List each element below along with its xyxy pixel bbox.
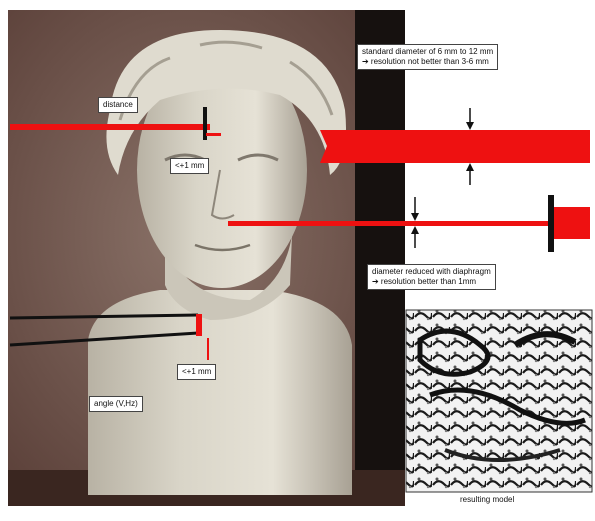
reduced-line-2: ➔ resolution better than 1mm xyxy=(372,277,491,287)
angle-label: angle (V,Hz) xyxy=(89,396,143,412)
resulting-model-label: resulting model xyxy=(458,494,516,506)
reduced-diameter-label: diameter reduced with diaphragm ➔ resolu… xyxy=(367,264,496,290)
reduced-line-1: diameter reduced with diaphragm xyxy=(372,267,491,277)
tolerance-label-bottom: <+1 mm xyxy=(177,364,216,380)
standard-line-2: ➔ resolution not better than 3-6 mm xyxy=(362,57,493,67)
distance-text: distance xyxy=(103,100,133,110)
resulting-model-image xyxy=(406,310,592,492)
tolerance-text-top: <+1 mm xyxy=(175,161,204,171)
dark-doorframe xyxy=(355,10,408,506)
standard-line-1: standard diameter of 6 mm to 12 mm xyxy=(362,47,493,57)
tolerance-label-top: <+1 mm xyxy=(170,158,209,174)
resulting-model-text: resulting model xyxy=(460,495,514,505)
distance-label: distance xyxy=(98,97,138,113)
tolerance-text-bottom: <+1 mm xyxy=(182,367,211,377)
angle-text: angle (V,Hz) xyxy=(94,399,138,409)
diaphragm xyxy=(548,195,554,252)
standard-diameter-label: standard diameter of 6 mm to 12 mm ➔ res… xyxy=(357,44,498,70)
